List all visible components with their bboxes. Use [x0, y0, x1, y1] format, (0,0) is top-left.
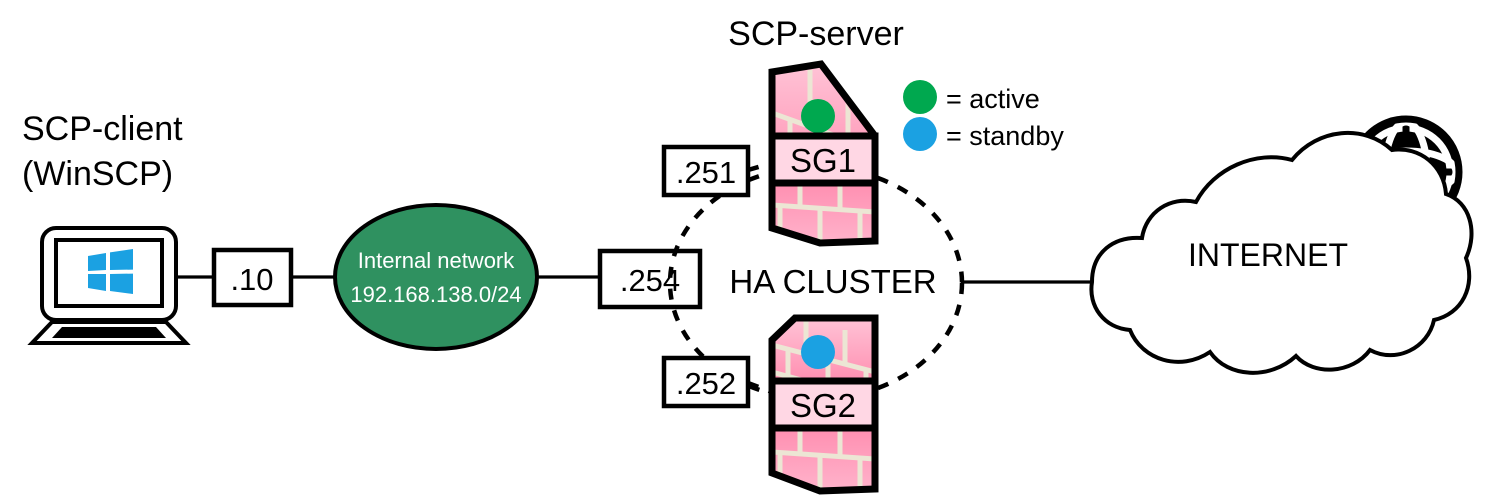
windows-logo-icon: [88, 249, 133, 294]
ha-cluster-label: HA CLUSTER: [729, 263, 936, 300]
internal-network-name: Internal network: [358, 248, 516, 273]
laptop-screen-inner: [54, 238, 164, 308]
ip-box-sg2: .252: [661, 355, 773, 409]
legend-blue-dot-icon: [903, 117, 937, 151]
sg2-name: SG2: [790, 387, 856, 424]
client-group: SCP-client (WinSCP) .10: [22, 110, 294, 345]
windows-laptop-icon: [27, 226, 191, 345]
ip-box-client: .10: [211, 247, 294, 308]
legend: = active = standby: [903, 80, 1064, 151]
internet-cloud-shape: [1089, 130, 1474, 375]
legend-green-dot-icon: [903, 80, 937, 114]
sg2-wall-lower-outline: [768, 424, 879, 495]
ip-box-sg1-frame: [661, 144, 751, 198]
legend-active-label: = active: [946, 84, 1040, 114]
ip-box-client-frame: [211, 247, 294, 308]
laptop-base: [27, 320, 191, 345]
sg1-status-dot: [801, 99, 835, 133]
server-title: SCP-server: [728, 15, 904, 53]
client-title-line1: SCP-client: [22, 110, 183, 148]
sg2-bricks-lower: [772, 428, 875, 491]
sg1-wall-lower-outline: [768, 179, 879, 247]
sg1-name: SG1: [790, 142, 856, 179]
firewall-sg2: SG2: [768, 314, 879, 495]
internet-group: INTERNET: [1089, 115, 1474, 375]
internal-network-node: Internal network 192.168.138.0/24: [333, 203, 539, 351]
ip-box-gateway-frame: [597, 248, 703, 310]
ip-box-client-label: .10: [230, 262, 273, 297]
legend-standby-label: = standby: [946, 121, 1064, 151]
sg2-ip-connector: [747, 380, 773, 395]
sg1-label-band: [768, 132, 879, 187]
internet-label: INTERNET: [1188, 237, 1348, 273]
firewall-sg1: SG1: [768, 60, 879, 247]
client-title-line2: (WinSCP): [22, 155, 173, 193]
sg1-ip-connector: [747, 160, 773, 173]
ip-box-gateway: .254: [597, 248, 703, 310]
internal-network-cidr: 192.168.138.0/24: [350, 282, 521, 307]
ip-box-sg1: .251: [661, 144, 773, 198]
ip-box-sg2-frame: [661, 355, 751, 409]
connector-wires: [176, 275, 1092, 284]
sg2-status-dot: [801, 335, 835, 369]
laptop-keyboard: [52, 327, 166, 338]
ip-box-sg2-label: .252: [676, 366, 736, 401]
ip-box-sg1-label: .251: [676, 155, 736, 190]
internal-network-ellipse: [333, 203, 539, 351]
